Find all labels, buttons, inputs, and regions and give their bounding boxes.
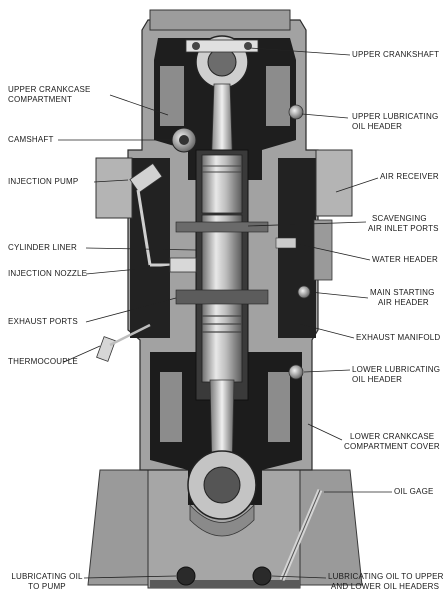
label-scavenging-air-inlet-ports: SCAVENGING AIR INLET PORTS	[368, 214, 439, 233]
label-upper-crankshaft: UPPER CRANKSHAFT	[352, 50, 440, 59]
label-upper-lubricating-oil-header: UPPER LUBRICATING OIL HEADER	[352, 112, 439, 131]
injection-nozzle	[169, 257, 197, 273]
label-thermocouple: THERMOCOUPLE	[8, 357, 78, 366]
leader-lines	[58, 47, 392, 579]
label-oil-gage: OIL GAGE	[394, 487, 434, 496]
label-lubricating-oil-to-headers: LUBRICATING OIL TO UPPER AND LOWER OIL H…	[328, 572, 444, 591]
label-injection-nozzle: INJECTION NOZZLE	[8, 269, 88, 278]
cylinder-assembly	[175, 149, 269, 401]
oil-gage	[279, 489, 323, 581]
label-injection-pump: INJECTION PUMP	[8, 177, 79, 186]
label-lubricating-oil-to-pump: LUBRICATING OIL TO PUMP	[11, 572, 83, 591]
label-air-receiver: AIR RECEIVER	[380, 172, 439, 181]
upper-crankshaft	[185, 35, 259, 89]
label-exhaust-manifold: EXHAUST MANIFOLD	[356, 333, 441, 342]
label-lower-crankcase-compartment-cover: LOWER CRANKCASE COMPARTMENT COVER	[344, 432, 440, 451]
label-upper-crankcase-compartment: UPPER CRANKCASE COMPARTMENT	[8, 85, 91, 104]
right-fittings	[275, 104, 311, 380]
label-water-header: WATER HEADER	[372, 255, 438, 264]
oil-outlets	[176, 566, 272, 586]
label-lower-lubricating-oil-header: LOWER LUBRICATING OIL HEADER	[352, 365, 441, 384]
label-camshaft: CAMSHAFT	[8, 135, 54, 144]
lower-crankshaft	[187, 450, 257, 537]
camshaft	[171, 127, 197, 153]
label-exhaust-ports: EXHAUST PORTS	[8, 317, 78, 326]
label-main-starting-air-header: MAIN STARTING AIR HEADER	[370, 288, 435, 307]
label-cylinder-liner: CYLINDER LINER	[8, 243, 78, 252]
side-covers	[95, 149, 353, 281]
thermocouple	[96, 323, 151, 362]
